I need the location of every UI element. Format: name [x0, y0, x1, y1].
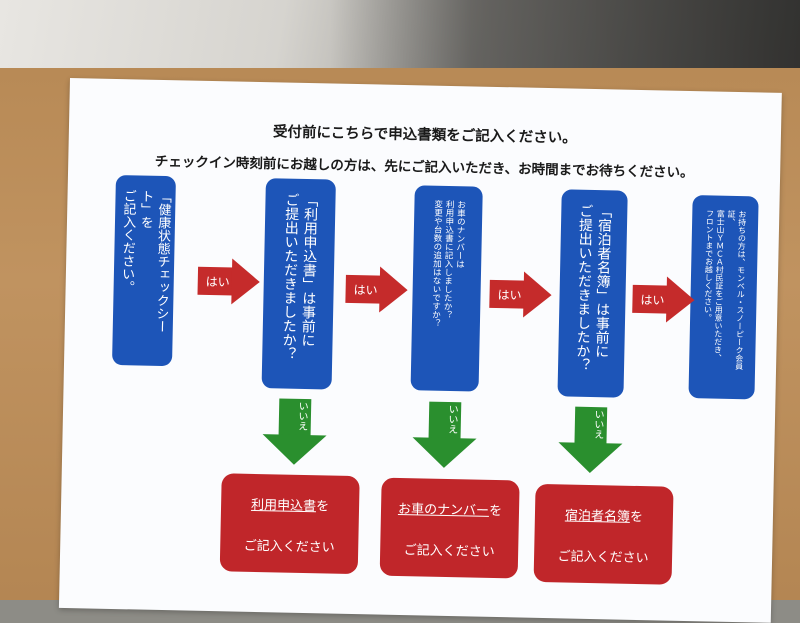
- yes-arrow-icon: はい: [632, 276, 695, 324]
- action-suffix: を: [629, 509, 644, 526]
- action-line2: ご記入ください: [557, 549, 649, 567]
- no-label: いいえ: [591, 409, 604, 440]
- no-label: いいえ: [295, 400, 308, 432]
- step-text: お持ちの方は、モンベル・スノーピーク会員証、 富士山ＹＭＣＡ村民証をご用意いただ…: [703, 209, 747, 371]
- yes-label: はい: [205, 274, 230, 290]
- title-line-2: チェックイン時刻前にお越しの方は、先にご記入いただき、お時間までお待ちください。: [154, 153, 694, 182]
- step-front-desk: お持ちの方は、モンベル・スノーピーク会員証、 富士山ＹＭＣＡ村民証をご用意いただ…: [688, 195, 759, 400]
- yes-arrow-icon: はい: [197, 258, 261, 306]
- step-application-form: 「利用申込書」は事前に ご提出いただきましたか？: [261, 178, 336, 390]
- no-arrow-icon: いいえ: [261, 398, 327, 467]
- no-label: いいえ: [445, 403, 458, 435]
- yes-label: はい: [497, 288, 522, 303]
- action-item: お車のナンバー: [397, 501, 490, 519]
- action-line2: ご記入ください: [243, 538, 335, 556]
- yes-arrow-icon: はい: [489, 271, 553, 319]
- yes-label: はい: [640, 292, 665, 308]
- step-guest-register: 「宿泊者名簿」は事前に ご提出いただきましたか？: [557, 189, 628, 398]
- title-line-1: 受付前にこちらで申込書類をご記入ください。: [272, 124, 577, 147]
- step-text: 「健康状態チェックシート」を ご記入ください。: [118, 189, 171, 334]
- step-health-check: 「健康状態チェックシート」を ご記入ください。: [111, 174, 176, 367]
- yes-label: はい: [353, 282, 378, 298]
- no-arrow-icon: いいえ: [557, 406, 623, 475]
- action-item: 宿泊者名簿: [564, 508, 631, 525]
- notice-sheet: 受付前にこちらで申込書類をご記入ください。 チェックイン時刻前にお越しの方は、先…: [58, 78, 782, 623]
- action-car-number: お車のナンバーを ご記入ください: [379, 477, 520, 579]
- no-arrow-icon: いいえ: [411, 401, 477, 470]
- step-car-number: お車のナンバーは 利用申込書に記入しましたか？ 変更や台数の追加はないですか？: [410, 185, 483, 392]
- action-line2: ご記入ください: [403, 543, 495, 560]
- action-suffix: を: [488, 503, 503, 520]
- step-text: お車のナンバーは 利用申込書に記入しましたか？ 変更や台数の追加はないですか？: [430, 199, 466, 328]
- yes-arrow-icon: はい: [345, 266, 409, 314]
- action-item: 利用申込書: [250, 497, 317, 515]
- action-application-form: 利用申込書を ご記入ください: [219, 473, 360, 575]
- action-guest-register: 宿泊者名簿を ご記入ください: [533, 483, 674, 585]
- step-text: 「利用申込書」は事前に ご提出いただきましたか？: [280, 192, 319, 361]
- action-suffix: を: [315, 499, 330, 515]
- step-text: 「宿泊者名簿」は事前に ご提出いただきましたか？: [573, 203, 613, 372]
